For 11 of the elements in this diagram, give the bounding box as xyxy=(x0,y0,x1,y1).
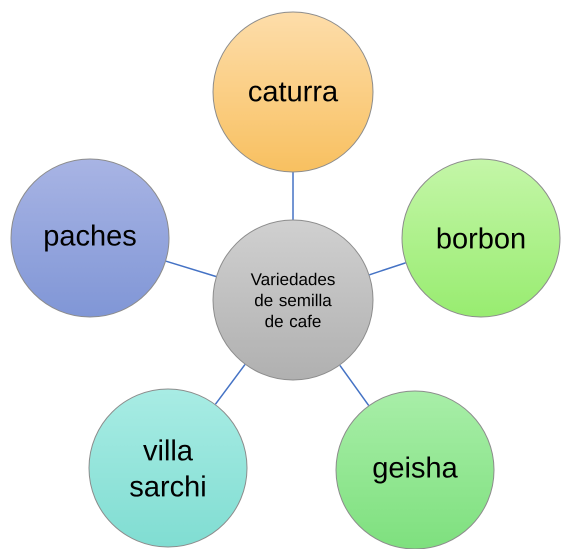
circle-node: Variedades de semilla de cafe xyxy=(212,220,374,380)
connector-line xyxy=(166,260,216,278)
circle-node: geisha xyxy=(336,390,494,549)
connector-line xyxy=(292,172,294,220)
connector-line xyxy=(369,262,406,276)
circle-node: caturra xyxy=(212,12,374,172)
circle-node: paches xyxy=(10,158,170,318)
connector-line xyxy=(339,364,370,406)
circle-node: borbon xyxy=(402,158,560,318)
connector-line xyxy=(214,364,246,405)
circle-node: villa sarchi xyxy=(88,388,248,548)
